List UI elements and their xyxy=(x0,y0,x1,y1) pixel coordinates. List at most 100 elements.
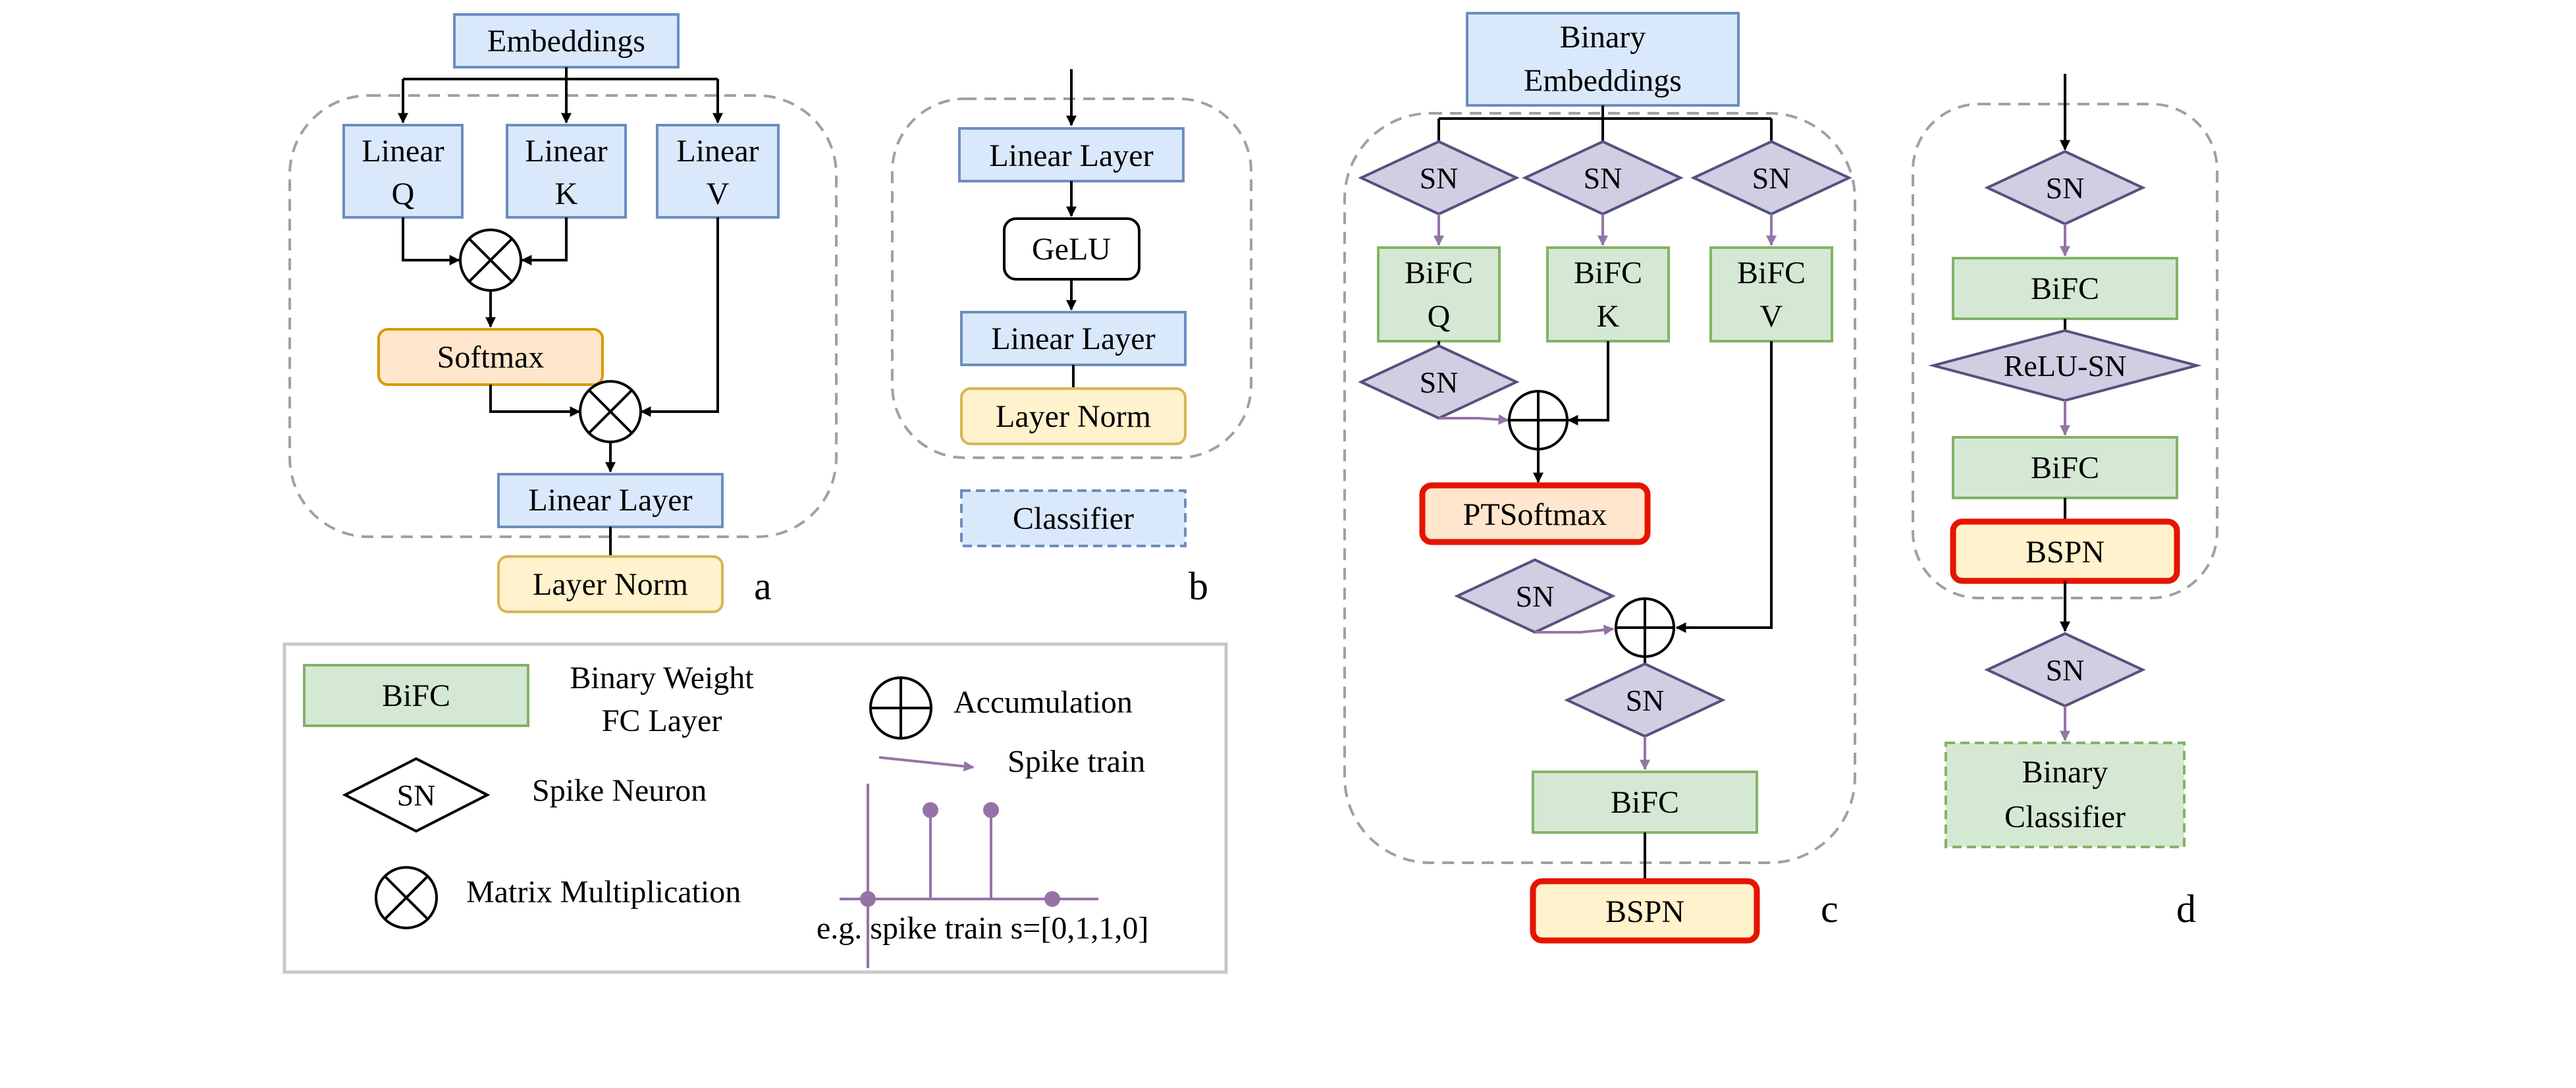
attention-block-group xyxy=(288,94,838,538)
bifc-d1-label: BiFC xyxy=(2031,271,2099,306)
linear-v-line2: V xyxy=(707,177,730,211)
legend-sn-symbol xyxy=(342,757,491,833)
panel-a-letter: a xyxy=(754,564,772,608)
layer-norm-b-box xyxy=(960,387,1187,445)
binary-embeddings-line1: Binary xyxy=(1560,20,1646,55)
bifc-q-line2: Q xyxy=(1428,299,1451,334)
bifc-q-box xyxy=(1377,246,1501,342)
panel-c-letter: c xyxy=(1821,887,1838,931)
panel-b-letter: b xyxy=(1189,564,1208,608)
spike-marks xyxy=(860,802,1060,907)
spike-arrow-to-accum-2 xyxy=(1535,624,1615,636)
sn-q2-label: SN xyxy=(1420,366,1459,399)
linear-v-line1: Linear xyxy=(676,134,759,169)
arrow-bifc-v-to-accum xyxy=(1675,341,1773,633)
legend-matmul-icon xyxy=(375,866,438,929)
embeddings-label: Embeddings xyxy=(487,24,645,59)
arrow-q-to-matmul xyxy=(402,217,460,265)
layer-norm-b-label: Layer Norm xyxy=(996,399,1151,434)
legend-accum-desc: Accumulation xyxy=(953,685,1133,720)
bifc-q-line1: BiFC xyxy=(1405,256,1473,290)
legend-matmul-desc: Matrix Multiplication xyxy=(466,875,741,910)
panel-c: Binary Embeddings SN SN SN BiFC Q BiFC K… xyxy=(1343,12,1856,944)
legend-sn-symbol-label: SN xyxy=(397,778,436,812)
ptsoftmax-box xyxy=(1419,482,1651,545)
binary-classifier-line1: Binary xyxy=(2022,755,2108,790)
bspn-c-box xyxy=(1530,878,1760,944)
linear-k-line1: Linear xyxy=(525,134,607,169)
matmul-icon-1 xyxy=(459,229,522,292)
matmul-icon-2 xyxy=(579,380,642,443)
sn-q-label: SN xyxy=(1420,161,1459,195)
spike-point xyxy=(983,802,999,818)
binary-embeddings-line2: Embeddings xyxy=(1524,63,1682,98)
spike-point xyxy=(860,891,876,907)
layer-norm-label: Layer Norm xyxy=(533,567,688,602)
linear-k-line2: K xyxy=(555,177,578,211)
legend-bifc-symbol xyxy=(303,664,529,727)
bspn-d-label: BSPN xyxy=(2026,535,2105,570)
legend: BiFC Binary Weight FC Layer SN Spike Neu… xyxy=(282,642,1228,974)
bspn-c-label: BSPN xyxy=(1605,894,1684,929)
binary-attention-group xyxy=(1343,112,1856,864)
bifc-v-line2: V xyxy=(1760,299,1783,334)
linear-layer-1-label: Linear Layer xyxy=(989,138,1153,173)
legend-spike-example: e.g. spike train s=[0,1,1,0] xyxy=(817,911,1148,946)
linear-layer-1-box xyxy=(958,127,1185,182)
bifc-out-box xyxy=(1532,771,1758,834)
sn-d2-label: SN xyxy=(2046,653,2085,687)
sn-d1-label: SN xyxy=(2046,171,2085,205)
legend-spike-train-desc: Spike train xyxy=(1007,744,1145,779)
bifc-d2-label: BiFC xyxy=(2031,450,2099,485)
ptsoftmax-label: PTSoftmax xyxy=(1463,497,1607,532)
bifc-d2-box xyxy=(1952,436,2178,499)
bifc-k-line1: BiFC xyxy=(1574,256,1642,290)
binary-classifier-box xyxy=(1945,742,2186,848)
arrow-bifc-k-to-accum xyxy=(1567,341,1609,425)
spike-arrow-to-accum-1 xyxy=(1439,414,1509,425)
bifc-out-label: BiFC xyxy=(1611,785,1679,820)
legend-sn-desc: Spike Neuron xyxy=(532,773,707,808)
classifier-box xyxy=(960,489,1187,547)
linear-layer-box xyxy=(497,473,724,528)
linear-k-box xyxy=(506,124,627,219)
sn-k-label: SN xyxy=(1584,161,1623,195)
linear-layer-label: Linear Layer xyxy=(528,483,692,518)
linear-layer-2-label: Linear Layer xyxy=(991,321,1155,356)
panel-d-letter: d xyxy=(2176,887,2196,931)
legend-bifc-symbol-label: BiFC xyxy=(382,678,450,713)
legend-bifc-desc-line2: FC Layer xyxy=(602,703,722,738)
linear-q-line2: Q xyxy=(392,177,415,211)
embeddings-box xyxy=(453,13,680,68)
spike-point xyxy=(1044,891,1060,907)
sn-out-label: SN xyxy=(1626,684,1665,717)
bifc-v-box xyxy=(1709,246,1833,342)
accumulation-icon-2 xyxy=(1615,597,1675,658)
binary-classifier-line2: Classifier xyxy=(2004,800,2126,834)
gelu-label: GeLU xyxy=(1032,232,1111,267)
bifc-d1-box xyxy=(1952,257,2178,320)
bifc-k-box xyxy=(1546,246,1670,342)
arrow-v-to-matmul xyxy=(640,217,719,417)
arrow-k-to-matmul xyxy=(521,217,568,265)
sn-v-label: SN xyxy=(1752,161,1791,195)
panel-d: SN BiFC ReLU-SN BiFC BSPN SN Binary Clas… xyxy=(1912,74,2218,931)
arrow-softmax-to-matmul xyxy=(489,385,581,417)
sn-attn-label: SN xyxy=(1516,580,1555,613)
accumulation-icon-1 xyxy=(1508,390,1569,450)
layer-norm-box xyxy=(497,555,724,613)
linear-q-box xyxy=(342,124,464,219)
legend-bifc-desc-line1: Binary Weight xyxy=(570,661,754,695)
bifc-k-line2: K xyxy=(1597,299,1620,334)
linear-q-line1: Linear xyxy=(362,134,444,169)
linear-layer-2-box xyxy=(960,311,1187,366)
bifc-v-line1: BiFC xyxy=(1737,256,1806,290)
legend-spike-arrow xyxy=(878,756,975,772)
legend-spike-plot xyxy=(840,784,1098,968)
classifier-label: Classifier xyxy=(1013,501,1134,536)
relu-sn-label: ReLU-SN xyxy=(2004,349,2127,383)
panel-a: Embeddings Linear Q Linear K Linear V So… xyxy=(288,13,838,613)
legend-accumulation-icon xyxy=(869,676,932,740)
spike-point xyxy=(923,802,938,818)
